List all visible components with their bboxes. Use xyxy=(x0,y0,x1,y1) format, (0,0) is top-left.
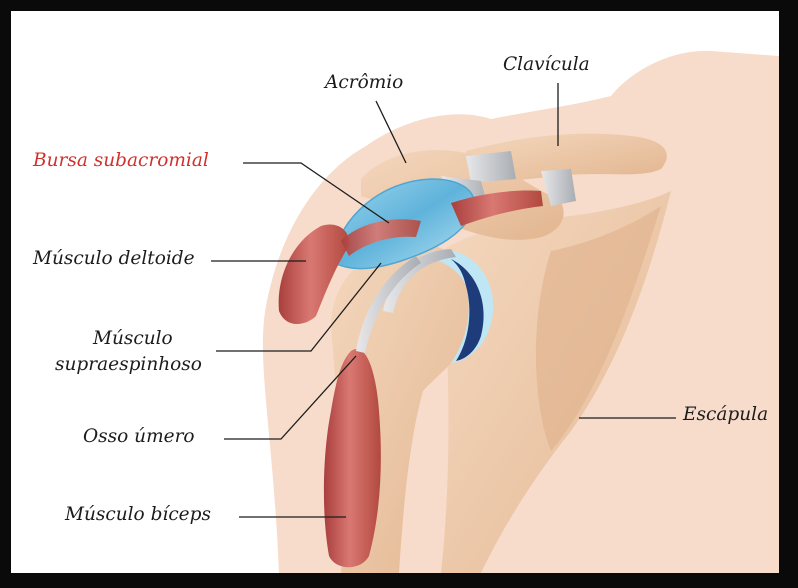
label-musculo: Músculo xyxy=(93,329,173,349)
label-musculo-deltoide: Músculo deltoide xyxy=(33,249,195,269)
label-acromio: Acrômio xyxy=(325,73,403,93)
shoulder-illustration xyxy=(11,11,779,573)
label-escapula: Escápula xyxy=(683,405,768,425)
label-osso-umero: Osso úmero xyxy=(83,427,195,447)
diagram-frame: Acrômio Clavícula Bursa subacromial Músc… xyxy=(8,8,782,576)
acromioclavicular-ligament xyxy=(466,151,516,183)
label-bursa-subacromial: Bursa subacromial xyxy=(33,151,209,171)
label-supraespinhoso: supraespinhoso xyxy=(55,355,202,375)
label-clavicula: Clavícula xyxy=(503,55,590,75)
label-musculo-biceps: Músculo bíceps xyxy=(65,505,211,525)
